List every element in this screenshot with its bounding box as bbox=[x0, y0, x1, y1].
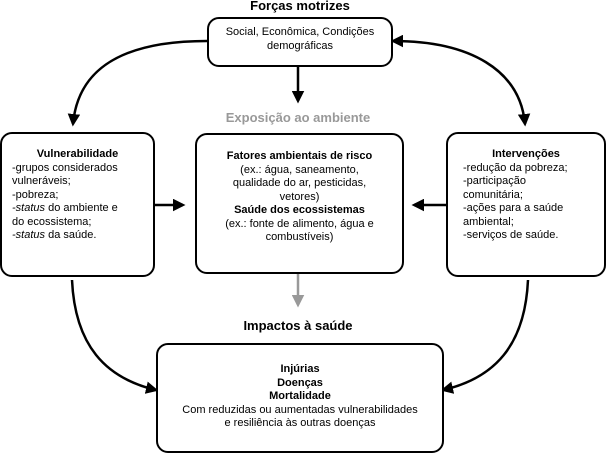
interventions-title: Intervenções bbox=[492, 148, 560, 160]
mortality-label: Mortalidade bbox=[269, 390, 331, 402]
ecosystem-line-1: (ex.: fonte de alimento, água e bbox=[225, 217, 374, 230]
status-italic-1: -status bbox=[12, 202, 46, 214]
interventions-line-6: -serviços de saúde. bbox=[463, 229, 559, 241]
interventions-line-5: ambiental; bbox=[463, 215, 514, 228]
arrow-vulnerability-to-bottom bbox=[70, 279, 159, 394]
interventions-line-2: -participação bbox=[463, 175, 526, 187]
impacts-line-1: Com reduzidas ou aumentadas vulnerabilid… bbox=[182, 403, 418, 416]
vulnerability-line-5: do ecossistema; bbox=[12, 215, 92, 228]
vulnerability-box: Vulnerabilidade -grupos considerados vul… bbox=[0, 132, 155, 277]
exposure-title: Exposição ao ambiente bbox=[225, 110, 371, 125]
vulnerability-line-1: -grupos considerados bbox=[12, 161, 118, 174]
vulnerability-line-2: vulneráveis; bbox=[12, 175, 71, 187]
arrow-top-interventions bbox=[390, 34, 531, 127]
driving-forces-line-1: Social, Econômica, Condições bbox=[225, 26, 375, 38]
driving-forces-box: Social, Econômica, Condições demográfica… bbox=[207, 17, 393, 67]
ecosystem-line-2: combustíveis) bbox=[265, 231, 334, 243]
risk-factors-line-2: qualidade do ar, pesticidas, bbox=[232, 177, 367, 189]
vulnerability-title: Vulnerabilidade bbox=[36, 148, 119, 160]
vulnerability-line-6: -status da saúde. bbox=[12, 229, 153, 243]
risk-factors-title: Fatores ambientais de risco bbox=[226, 150, 373, 162]
status-italic-2: -status bbox=[12, 229, 46, 241]
center-box: Fatores ambientais de risco (ex.: água, … bbox=[195, 133, 404, 274]
impacts-title: Impactos à saúde bbox=[243, 318, 353, 333]
health-impacts-box: Injúrias Doenças Mortalidade Com reduzid… bbox=[156, 343, 444, 453]
vulnerability-line-3: -pobreza; bbox=[12, 188, 59, 201]
arrow-top-to-vulnerability bbox=[67, 39, 208, 127]
vulnerability-line-4-rest: do ambiente e bbox=[45, 202, 118, 214]
vulnerability-line-4: -status do ambiente e bbox=[12, 202, 153, 216]
interventions-box: Intervenções -redução da pobreza; -parti… bbox=[446, 132, 606, 277]
risk-factors-line-3: vetores) bbox=[279, 190, 320, 203]
arrow-interventions-to-bottom bbox=[440, 279, 530, 394]
top-title: Forças motrizes bbox=[250, 0, 350, 13]
risk-factors-line-1: (ex.: água, saneamento, bbox=[240, 163, 359, 176]
interventions-line-1: -redução da pobreza; bbox=[463, 161, 568, 174]
vulnerability-line-6-rest: da saúde. bbox=[45, 229, 97, 241]
ecosystem-title: Saúde dos ecossistemas bbox=[234, 204, 365, 216]
interventions-line-3: comunitária; bbox=[463, 188, 523, 201]
interventions-line-4: -ações para a saúde bbox=[463, 202, 564, 214]
impacts-line-2: e resiliência às outras doenças bbox=[224, 417, 376, 429]
driving-forces-line-2: demográficas bbox=[266, 39, 334, 52]
diseases-label: Doenças bbox=[277, 376, 323, 389]
injuries-label: Injúrias bbox=[280, 363, 320, 375]
